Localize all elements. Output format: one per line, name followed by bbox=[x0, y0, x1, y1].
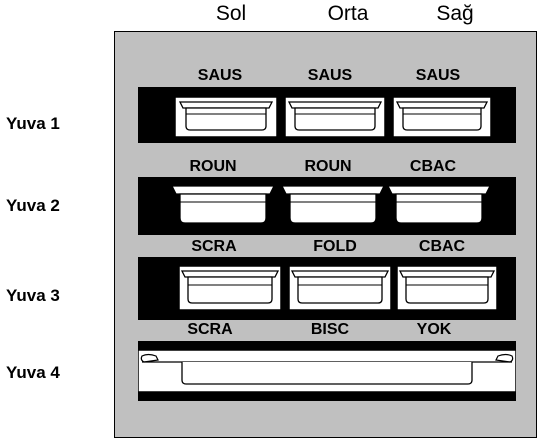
pan-label-row2-left: ROUN bbox=[189, 158, 237, 175]
row-label-slot-1: Yuva 1 bbox=[6, 114, 60, 133]
pan-label-row2-right: CBAC bbox=[409, 158, 457, 175]
pan-row2-middle bbox=[280, 185, 386, 224]
column-header-right: Sağ bbox=[436, 2, 474, 25]
pan-label-row3-left: SCRA bbox=[191, 238, 237, 255]
pan-row4-full bbox=[138, 350, 516, 392]
row-label-slot-2: Yuva 2 bbox=[6, 196, 60, 215]
pan-label-row1-middle: SAUS bbox=[307, 67, 353, 84]
pan-label-row3-right: CBAC bbox=[418, 238, 466, 255]
row-label-slot-4: Yuva 4 bbox=[6, 363, 60, 382]
pan-row3-left bbox=[178, 265, 282, 311]
pan-label-row4-left: SCRA bbox=[187, 321, 233, 338]
pan-label-row4-right: YOK bbox=[416, 321, 452, 338]
pan-label-row1-right: SAUS bbox=[415, 67, 461, 84]
pan-row2-right bbox=[386, 185, 492, 224]
column-header-left: Sol bbox=[215, 2, 247, 25]
pan-row1-middle bbox=[284, 96, 386, 138]
pan-row3-right bbox=[396, 265, 498, 311]
pan-row1-left bbox=[174, 96, 278, 138]
pan-label-row3-middle: FOLD bbox=[313, 238, 357, 255]
pan-label-row2-middle: ROUN bbox=[304, 158, 352, 175]
pan-label-row1-left: SAUS bbox=[197, 67, 243, 84]
pan-row2-left bbox=[170, 185, 276, 224]
pan-row1-right bbox=[392, 96, 492, 138]
pan-row3-middle bbox=[288, 265, 392, 311]
pan-label-row4-middle: BISC bbox=[310, 321, 350, 338]
row-label-slot-3: Yuva 3 bbox=[6, 286, 60, 305]
column-header-middle: Orta bbox=[327, 2, 369, 25]
